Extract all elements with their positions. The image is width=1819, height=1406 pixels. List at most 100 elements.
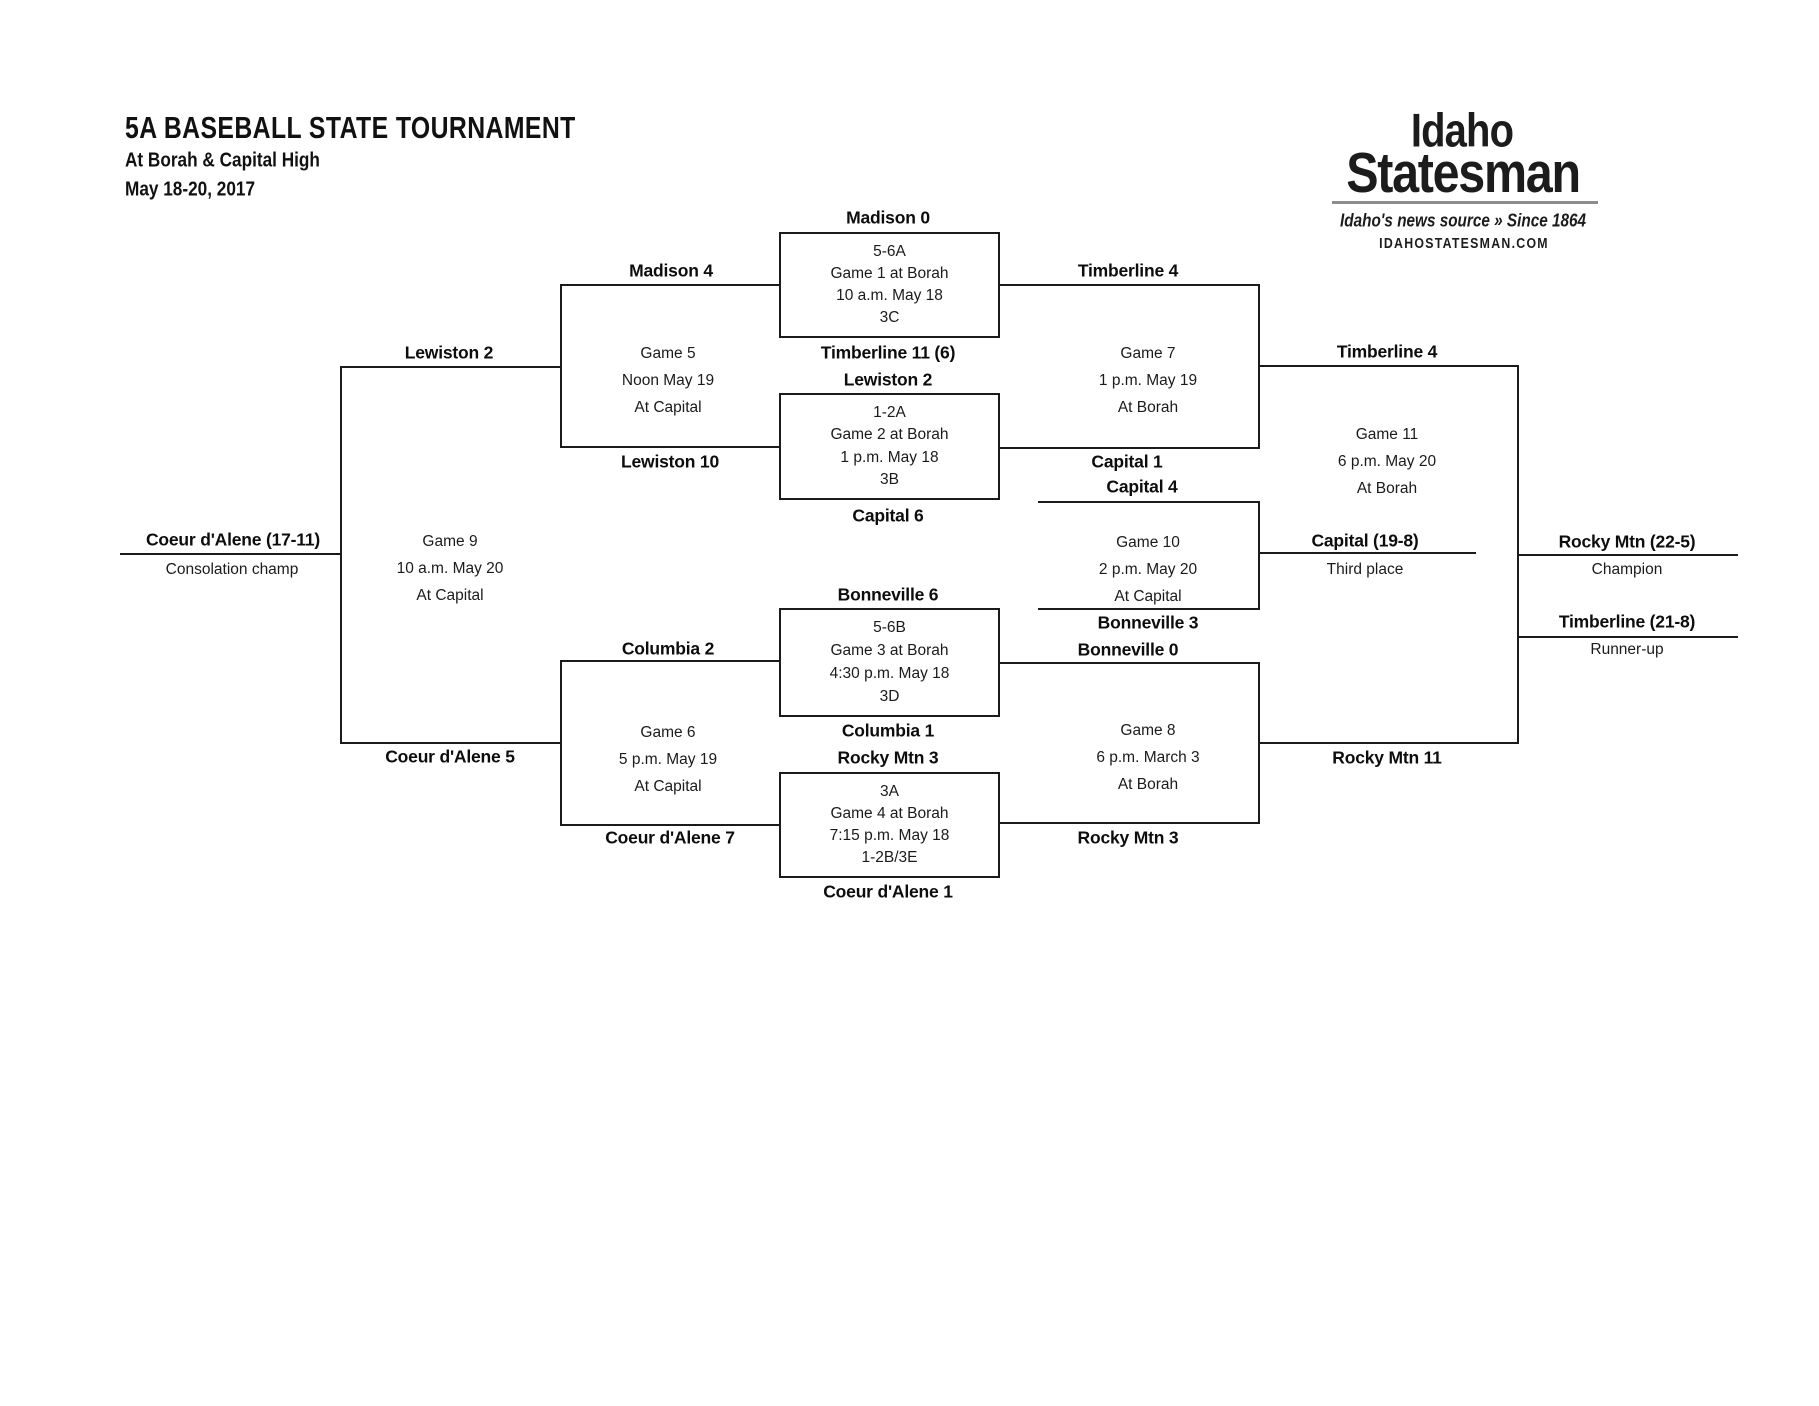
line-columbia2 xyxy=(560,660,782,662)
bracket-game9 xyxy=(340,366,342,744)
game10-name: Game 10 xyxy=(1116,534,1180,551)
team-label-columbia-g6: Columbia 2 xyxy=(621,638,715,659)
line-third-place xyxy=(1258,552,1476,554)
dates-text: May 18-20, 2017 xyxy=(125,178,256,201)
game3-box: 5-6B Game 3 at Borah 4:30 p.m. May 18 3D xyxy=(779,608,1000,717)
game6-venue: At Capital xyxy=(634,778,702,795)
result-champion-team: Rocky Mtn (22-5) xyxy=(1558,531,1696,552)
line-capital1-game7 xyxy=(998,447,1260,449)
dates-subtitle: May 18-20, 2017 xyxy=(125,179,276,202)
line-capital4-game10 xyxy=(1038,501,1260,503)
line-lewiston2-game9 xyxy=(340,366,562,368)
team-label-lewiston-g5: Lewiston 10 xyxy=(621,451,719,472)
game6-name: Game 6 xyxy=(640,724,696,741)
bracket-game10 xyxy=(1258,501,1260,610)
result-third-caption: Third place xyxy=(1326,561,1404,578)
game9-time: 10 a.m. May 20 xyxy=(396,560,504,577)
game11-venue: At Borah xyxy=(1356,480,1418,497)
game4-seed: 3A xyxy=(880,783,899,800)
game10-note: Game 10 2 p.m. May 20 At Capital xyxy=(1099,529,1197,610)
result-runnerup-caption: Runner-up xyxy=(1590,641,1664,658)
game7-name: Game 7 xyxy=(1120,345,1176,362)
line-timberline4-game11 xyxy=(1258,365,1519,367)
logo-tagline-text: Idaho's news source » Since 1864 xyxy=(1339,210,1587,231)
logo-divider-rule xyxy=(1332,201,1598,204)
team-label-rockymtn-g11: Rocky Mtn 11 xyxy=(1332,747,1442,768)
team-label-capital-g7: Capital 1 xyxy=(1091,451,1163,472)
game9-venue: At Capital xyxy=(416,587,484,604)
logo-tagline: Idaho's news source » Since 1864 xyxy=(1318,211,1607,232)
team-label-rockymtn-g4: Rocky Mtn 3 xyxy=(837,747,939,768)
game5-note: Game 5 Noon May 19 At Capital xyxy=(622,340,714,421)
logo-website: IDAHOSTATESMAN.COM xyxy=(1364,236,1564,252)
page-title-text: 5A BASEBALL STATE TOURNAMENT xyxy=(125,110,576,145)
line-bonneville3-game10 xyxy=(1038,608,1260,610)
game8-note: Game 8 6 p.m. March 3 At Borah xyxy=(1096,717,1199,798)
logo-word-statesman: Statesman xyxy=(1346,141,1581,205)
team-label-cda-g4: Coeur d'Alene 1 xyxy=(823,881,953,902)
game5-venue: At Capital xyxy=(634,399,702,416)
bracket-game11 xyxy=(1517,365,1519,744)
statesman-logo-statesman: Statesman xyxy=(1326,140,1601,206)
statesman-logo-idaho: Idaho xyxy=(1402,103,1522,158)
game4-location: Game 4 at Borah xyxy=(830,805,949,822)
logo-word-idaho: Idaho xyxy=(1410,103,1514,157)
game4-box: 3A Game 4 at Borah 7:15 p.m. May 18 1-2B… xyxy=(779,772,1000,878)
game2-seed: 1-2A xyxy=(873,404,906,422)
bracket-game5 xyxy=(560,284,562,448)
game2-time: 1 p.m. May 18 xyxy=(840,448,939,466)
line-rockymtn11-game11 xyxy=(1258,742,1519,744)
line-rockymtn3-game8 xyxy=(998,822,1260,824)
team-label-columbia-g3: Columbia 1 xyxy=(841,720,935,741)
team-label-timberline-g7: Timberline 4 xyxy=(1077,260,1179,281)
line-cda7 xyxy=(560,824,782,826)
team-label-bonneville-g3: Bonneville 6 xyxy=(837,584,939,605)
team-label-capital-g10: Capital 4 xyxy=(1106,476,1178,497)
page-title: 5A BASEBALL STATE TOURNAMENT xyxy=(125,110,688,146)
game8-venue: At Borah xyxy=(1117,776,1179,793)
game2-box: 1-2A Game 2 at Borah 1 p.m. May 18 3B xyxy=(779,393,1000,500)
game9-note: Game 9 10 a.m. May 20 At Capital xyxy=(397,528,504,609)
game10-time: 2 p.m. May 20 xyxy=(1098,561,1198,578)
team-label-timberline-g1: Timberline 11 (6) xyxy=(820,342,956,363)
game4-time: 7:15 p.m. May 18 xyxy=(829,827,950,844)
result-consolation-team: Coeur d'Alene (17-11) xyxy=(145,529,321,550)
bracket-game7 xyxy=(1258,284,1260,449)
game8-time: 6 p.m. March 3 xyxy=(1096,749,1200,766)
game11-time: 6 p.m. May 20 xyxy=(1337,453,1437,470)
game1-box: 5-6A Game 1 at Borah 10 a.m. May 18 3C xyxy=(779,232,1000,338)
line-lewiston10 xyxy=(560,446,782,448)
bracket-game8 xyxy=(1258,662,1260,824)
game11-note: Game 11 6 p.m. May 20 At Borah xyxy=(1338,421,1436,502)
game3-time: 4:30 p.m. May 18 xyxy=(829,664,950,682)
line-timberline4-game7 xyxy=(998,284,1260,286)
result-champion-caption: Champion xyxy=(1591,561,1663,578)
game10-venue: At Capital xyxy=(1114,588,1182,605)
line-runner-up xyxy=(1517,636,1738,638)
team-label-madison-g1: Madison 0 xyxy=(846,207,930,228)
game1-seed: 5-6A xyxy=(873,243,906,260)
team-label-bonneville-g8: Bonneville 0 xyxy=(1077,639,1179,660)
game1-code: 3C xyxy=(879,309,900,326)
game6-time: 5 p.m. May 19 xyxy=(618,751,718,768)
game6-note: Game 6 5 p.m. May 19 At Capital xyxy=(619,719,717,800)
result-consolation-caption: Consolation champ xyxy=(165,561,299,578)
team-label-lewiston-g9: Lewiston 2 xyxy=(404,342,494,363)
team-label-bonneville-g10: Bonneville 3 xyxy=(1097,612,1199,633)
team-label-cda-g9: Coeur d'Alene 5 xyxy=(385,746,515,767)
game8-name: Game 8 xyxy=(1120,722,1176,739)
game7-venue: At Borah xyxy=(1117,399,1179,416)
game5-name: Game 5 xyxy=(640,345,696,362)
team-label-cda-g6: Coeur d'Alene 7 xyxy=(605,827,735,848)
game5-time: Noon May 19 xyxy=(621,372,715,389)
bracket-game6 xyxy=(560,660,562,826)
game1-location: Game 1 at Borah xyxy=(830,265,949,282)
game9-name: Game 9 xyxy=(422,533,478,550)
game11-name: Game 11 xyxy=(1355,426,1419,443)
result-runnerup-team: Timberline (21-8) xyxy=(1558,611,1696,632)
line-madison4 xyxy=(560,284,782,286)
team-label-timberline-g11: Timberline 4 xyxy=(1336,341,1438,362)
game3-seed: 5-6B xyxy=(873,619,906,637)
venue-text: At Borah & Capital High xyxy=(125,149,320,172)
